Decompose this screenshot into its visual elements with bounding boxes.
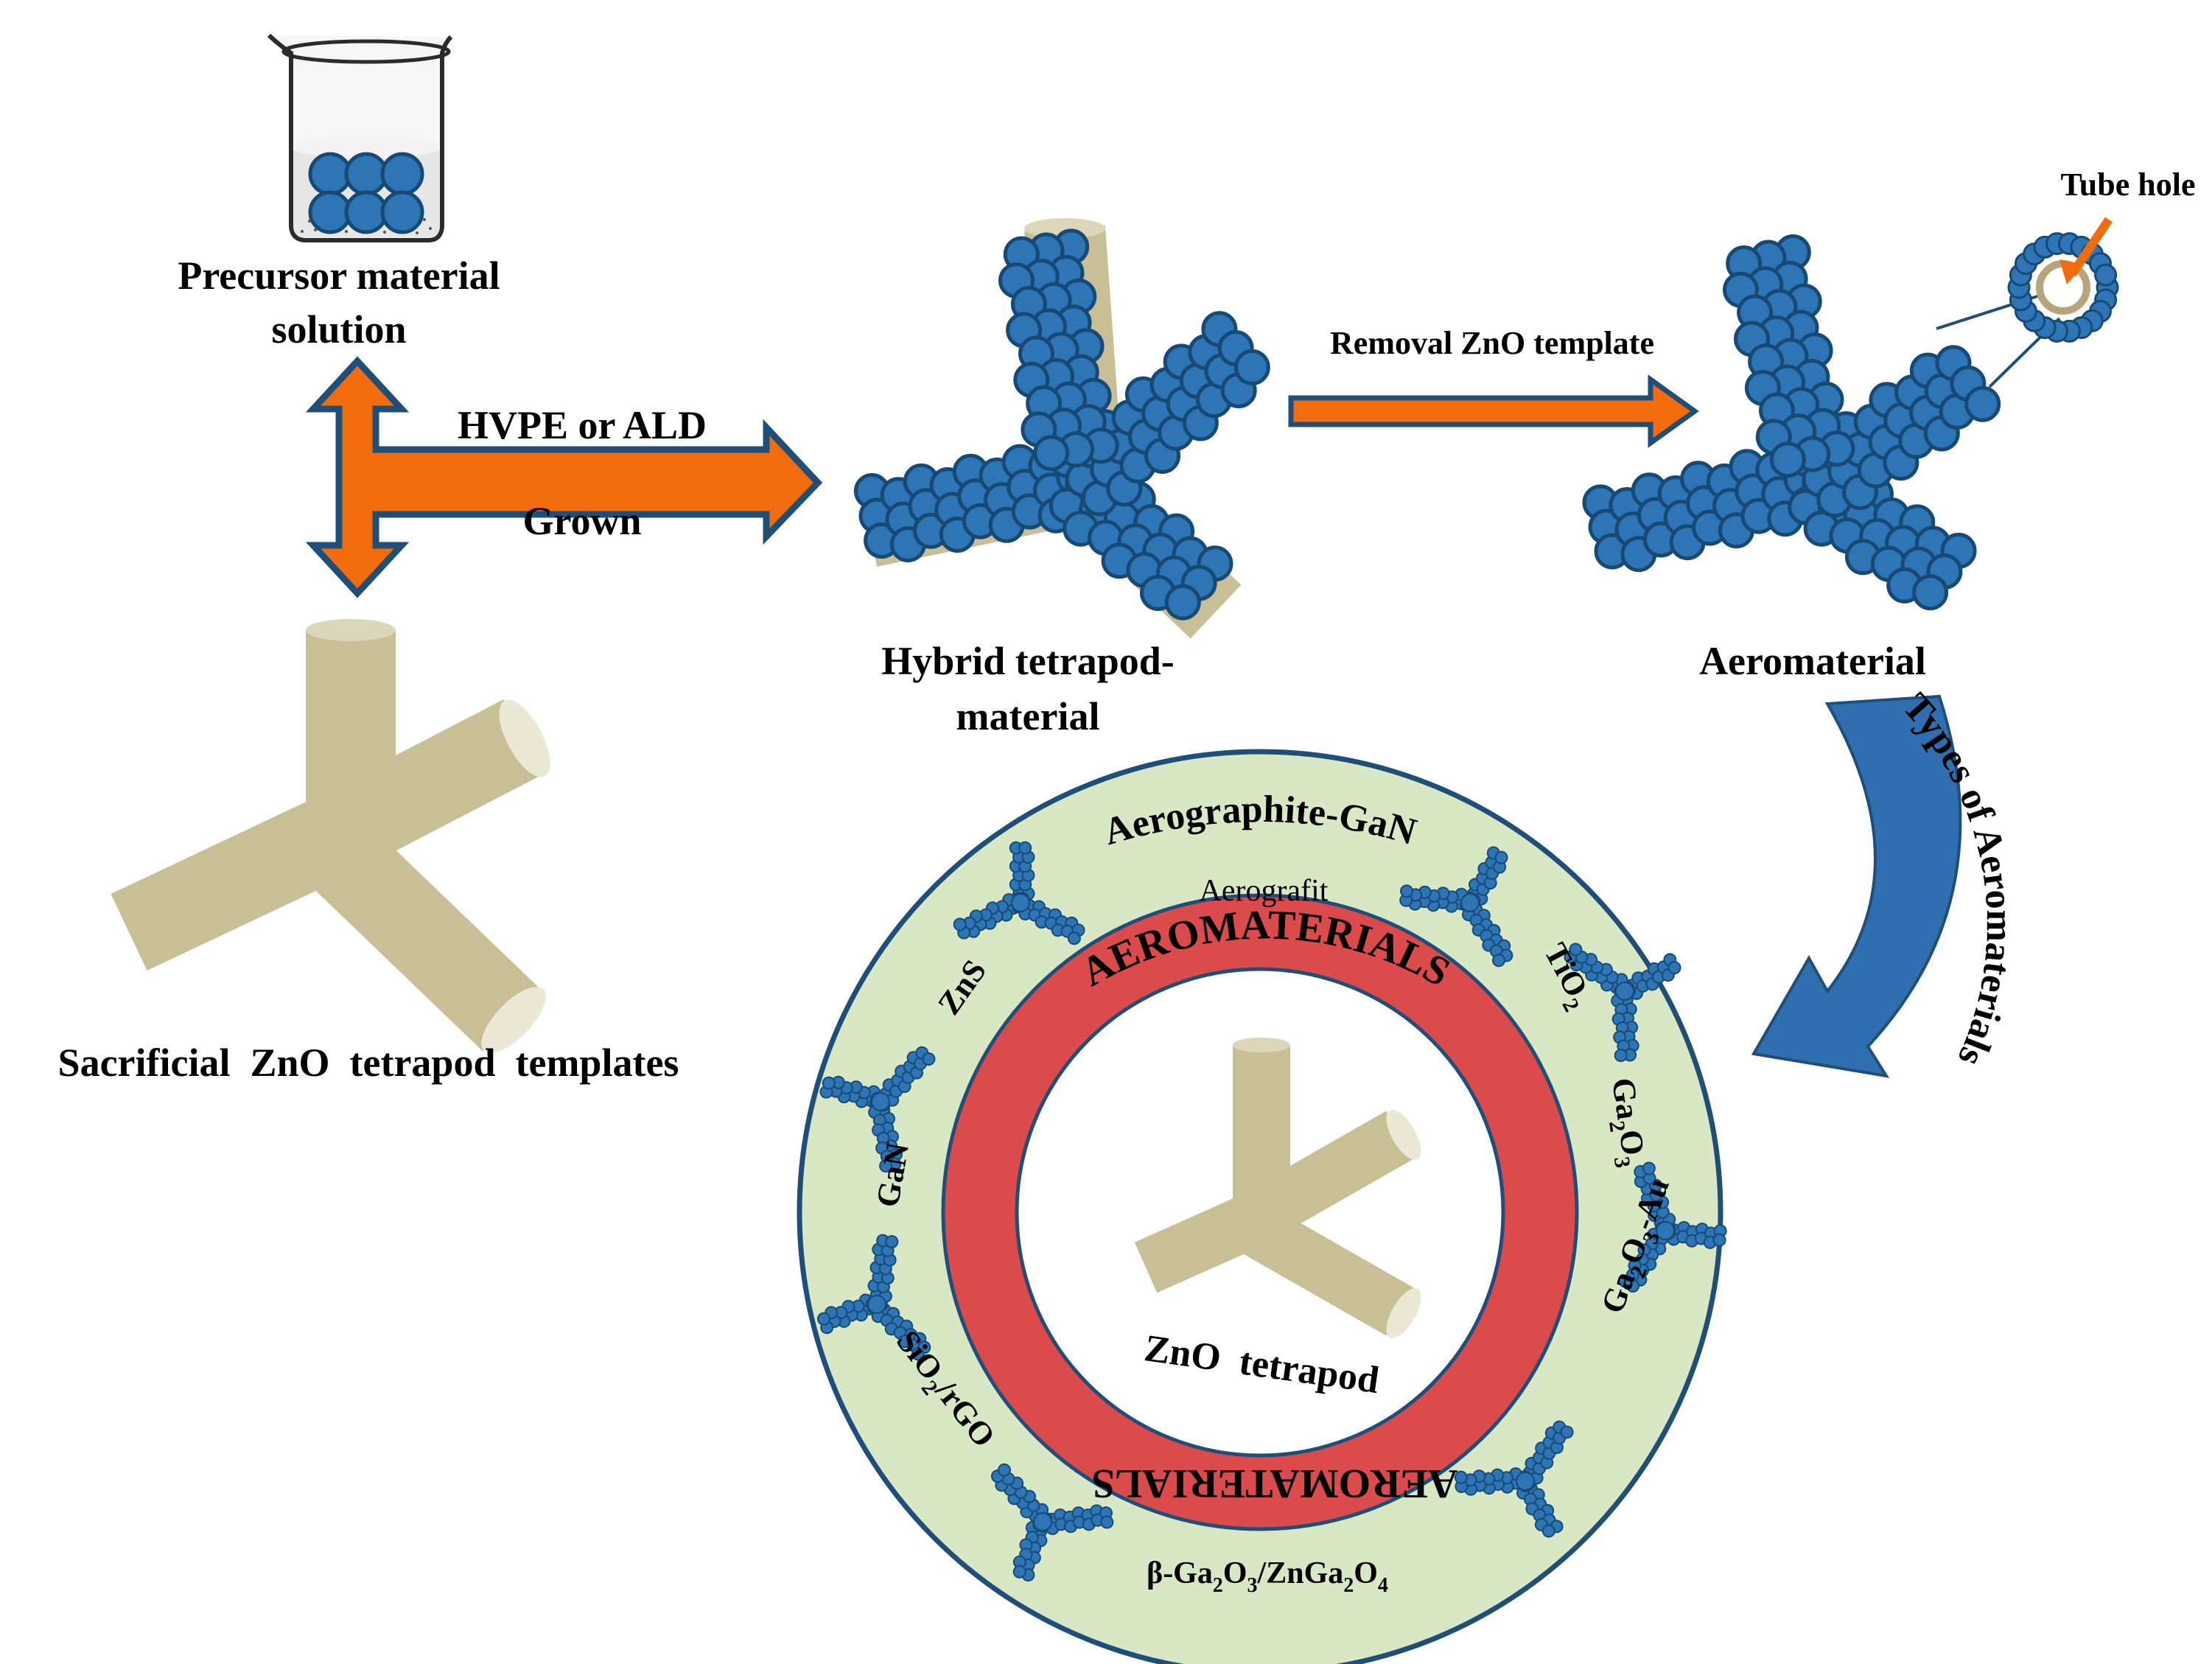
ga2o3-label: Ga2O3	[1598, 1076, 1653, 1170]
hybrid-tetrapod	[853, 218, 1270, 639]
bead	[922, 1052, 936, 1066]
tube-hole-label: Tube hole	[2060, 167, 2195, 203]
bead	[1454, 1470, 1468, 1484]
mini-tetrapod-icon	[990, 1463, 1114, 1582]
beta-ga2o3-label: β-Ga2O3/ZnGa2O4	[1147, 1556, 1388, 1597]
bead	[1011, 893, 1030, 912]
types-curved-arrow	[1751, 694, 1962, 1078]
bead	[867, 1295, 886, 1314]
grown-label: Grown	[522, 499, 641, 543]
mini-tetrapod-icon	[1618, 1161, 1727, 1293]
bead	[1516, 1472, 1536, 1491]
beaker-icon	[267, 33, 453, 242]
bead	[822, 1076, 836, 1090]
bead	[1656, 1221, 1675, 1240]
hybrid-label-line2: material	[956, 694, 1100, 738]
bead	[1233, 349, 1270, 385]
bead	[1541, 1524, 1555, 1538]
bead	[2094, 263, 2118, 287]
zno-tetrapod-template	[111, 619, 550, 1053]
removal-arrow	[1288, 374, 1700, 448]
bead	[1667, 961, 1681, 975]
bead	[1912, 574, 1949, 611]
bead	[997, 1463, 1011, 1477]
sacrificial-label: Sacrificial ZnO tetrapod templates	[58, 1041, 679, 1085]
process-arrow	[305, 356, 823, 598]
mini-tetrapod-icon	[1454, 1420, 1574, 1538]
aeromaterial-tetrapod	[1582, 234, 2001, 611]
precursor-label-line2: solution	[271, 307, 406, 352]
center-zno-tetrapod	[1134, 1038, 1421, 1338]
bead	[1164, 584, 1201, 620]
mini-tetrapod-icon	[816, 1234, 931, 1361]
bead	[1712, 1233, 1726, 1247]
precursor-label-line1: Precursor material	[178, 254, 500, 298]
bead	[1618, 1274, 1632, 1288]
bead	[1615, 982, 1634, 1001]
bead	[871, 1092, 890, 1111]
mini-tetrapod-icon	[953, 841, 1085, 945]
aeromaterial-label: Aeromaterial	[1699, 639, 1926, 683]
bead	[1560, 1425, 1574, 1439]
bead	[1642, 1161, 1656, 1175]
bead	[1033, 1512, 1052, 1532]
bead	[911, 1347, 925, 1361]
bead	[1964, 385, 2001, 422]
bead	[879, 1159, 893, 1173]
bead	[1012, 1565, 1026, 1579]
bead	[1492, 954, 1506, 968]
mini-tetrapod-icon	[1564, 943, 1681, 1063]
hybrid-label-line1: Hybrid tetrapod-	[881, 639, 1175, 683]
mini-tetrapod-icon	[819, 1046, 936, 1173]
bead	[1494, 850, 1508, 864]
bead	[953, 917, 967, 931]
inner-ring-bottom: AEROMATERIALS	[1092, 1461, 1458, 1506]
bead	[1018, 841, 1032, 855]
aerografit-label: Aerografit	[1200, 874, 1329, 908]
bead	[1400, 884, 1414, 898]
ring-tetrapod-icons	[816, 841, 1727, 1582]
bead	[816, 1312, 830, 1326]
bead	[885, 1235, 899, 1249]
bead	[1100, 1515, 1114, 1529]
bead	[1614, 1049, 1628, 1063]
mini-tetrapod-icon	[1399, 846, 1513, 968]
bead	[1033, 435, 1070, 472]
bead	[1460, 893, 1480, 912]
bead	[1569, 943, 1583, 957]
bead	[1067, 931, 1081, 945]
bead	[1769, 441, 1806, 478]
hvpe-label: HVPE or ALD	[458, 403, 707, 447]
removal-label: Removal ZnO template	[1330, 325, 1654, 361]
